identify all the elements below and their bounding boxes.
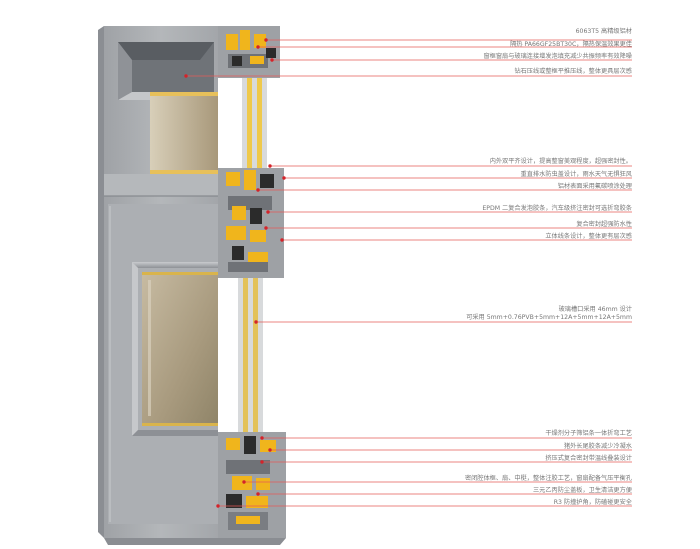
leader-dot	[266, 210, 270, 214]
annotation-label-epdm-gasket: EPDM 二复合发泡胶条，汽车级挤注密封可选折弯胶条	[482, 205, 632, 212]
sash-bevel-bottom	[132, 430, 218, 436]
leader-dot	[216, 504, 220, 508]
upper-profile-section	[218, 26, 280, 78]
transom-inner-left	[118, 42, 132, 100]
annotation-leaders	[186, 39, 632, 507]
transom-bottom-rail	[104, 174, 218, 196]
section-glass-bottom-2	[248, 278, 253, 434]
section-glass-top-3	[262, 78, 267, 174]
sash-bevel-top	[132, 262, 218, 268]
mullion-profile-section	[218, 168, 284, 278]
section-glass-bottom-3	[258, 278, 263, 434]
annotation-label-aluminum: 6063T5 高精级铝材	[575, 28, 632, 35]
leader-dot	[264, 226, 268, 230]
leader-dot	[282, 176, 286, 180]
sash-glass-edge-bottom	[142, 423, 218, 426]
leader-dot	[280, 238, 284, 242]
leader-dot	[268, 164, 272, 168]
annotation-label-drainage-cover: 重直排水防虫盖设计，雨水天气无惧狂风	[520, 171, 632, 178]
annotation-label-composite-seal: 复合密封超强防水性	[576, 221, 632, 228]
frame-bottom-edge	[104, 538, 286, 545]
leader-dot	[260, 460, 264, 464]
section-glass-bottom-1	[238, 278, 243, 434]
annotation-label-glass-slot: 玻璃槽口采用 46mm 设计 可采用 5mm+0.76PVB+5mm+12A+5…	[466, 306, 632, 321]
leader-dot	[264, 38, 268, 42]
section-glass-top-1	[242, 78, 247, 174]
annotation-label-insulation-strip: 隔热 PA66GF25BT30C，隔热保温效果更佳	[510, 41, 632, 48]
annotation-label-3d-lines: 立体线条设计，整体更有层次感	[545, 233, 632, 240]
section-glass-top-2	[252, 78, 257, 174]
frame-left-side	[98, 26, 104, 538]
annotation-label-dust-cover: 三元乙丙防尘盖板，卫生清洁更方便	[533, 487, 632, 494]
leader-dot	[242, 480, 246, 484]
transom-glass	[150, 92, 218, 174]
sash-glass-edge	[142, 272, 218, 275]
transom-glass-bottom-edge	[150, 170, 218, 174]
transom-inner-top	[118, 42, 214, 60]
leader-dot	[184, 74, 188, 78]
annotation-label-glazing-bead: 钻石压线或整框平推压线，整体更具层次感	[514, 68, 632, 75]
sash-glass-highlight	[148, 280, 151, 416]
leader-dot	[260, 436, 264, 440]
annotation-label-flush-design: 内外双平齐设计，提高整窗美观程度，超强密封性。	[489, 158, 632, 165]
sash-glass	[142, 272, 218, 426]
sash-bevel-left	[132, 262, 138, 436]
bottom-profile-section	[218, 432, 286, 538]
leader-dot	[268, 448, 272, 452]
annotation-label-desiccant: 干燥剂分子筛铝条一体折弯工艺	[545, 430, 632, 437]
leader-dot	[254, 320, 258, 324]
leader-dot	[256, 45, 260, 49]
leader-dot	[270, 58, 274, 62]
leader-dot	[256, 188, 260, 192]
leader-dot	[256, 492, 260, 496]
annotation-label-extruded-seal: 挤压式复合密封带温线叠装设计	[545, 455, 632, 462]
annotation-label-foam-fill: 窗框窗扇与玻璃连接增发泡填充减少共振频率有效降噪	[483, 53, 633, 60]
annotation-label-corner-guard: R3 防撞护角，防磕碰更安全	[553, 499, 632, 506]
annotation-dots	[184, 38, 286, 508]
annotation-label-coating: 铝材表面采用氟碳喷涂处理	[557, 183, 632, 190]
annotation-label-tail-gasket: 猪外长尾胶条减少冷凝水	[563, 443, 632, 450]
annotation-label-sealed-cavity: 密闭腔体框、扇、中梃，整体注胶工艺，窗扇配备气压平衡孔	[464, 475, 632, 482]
transom-glass-edge	[150, 92, 218, 96]
